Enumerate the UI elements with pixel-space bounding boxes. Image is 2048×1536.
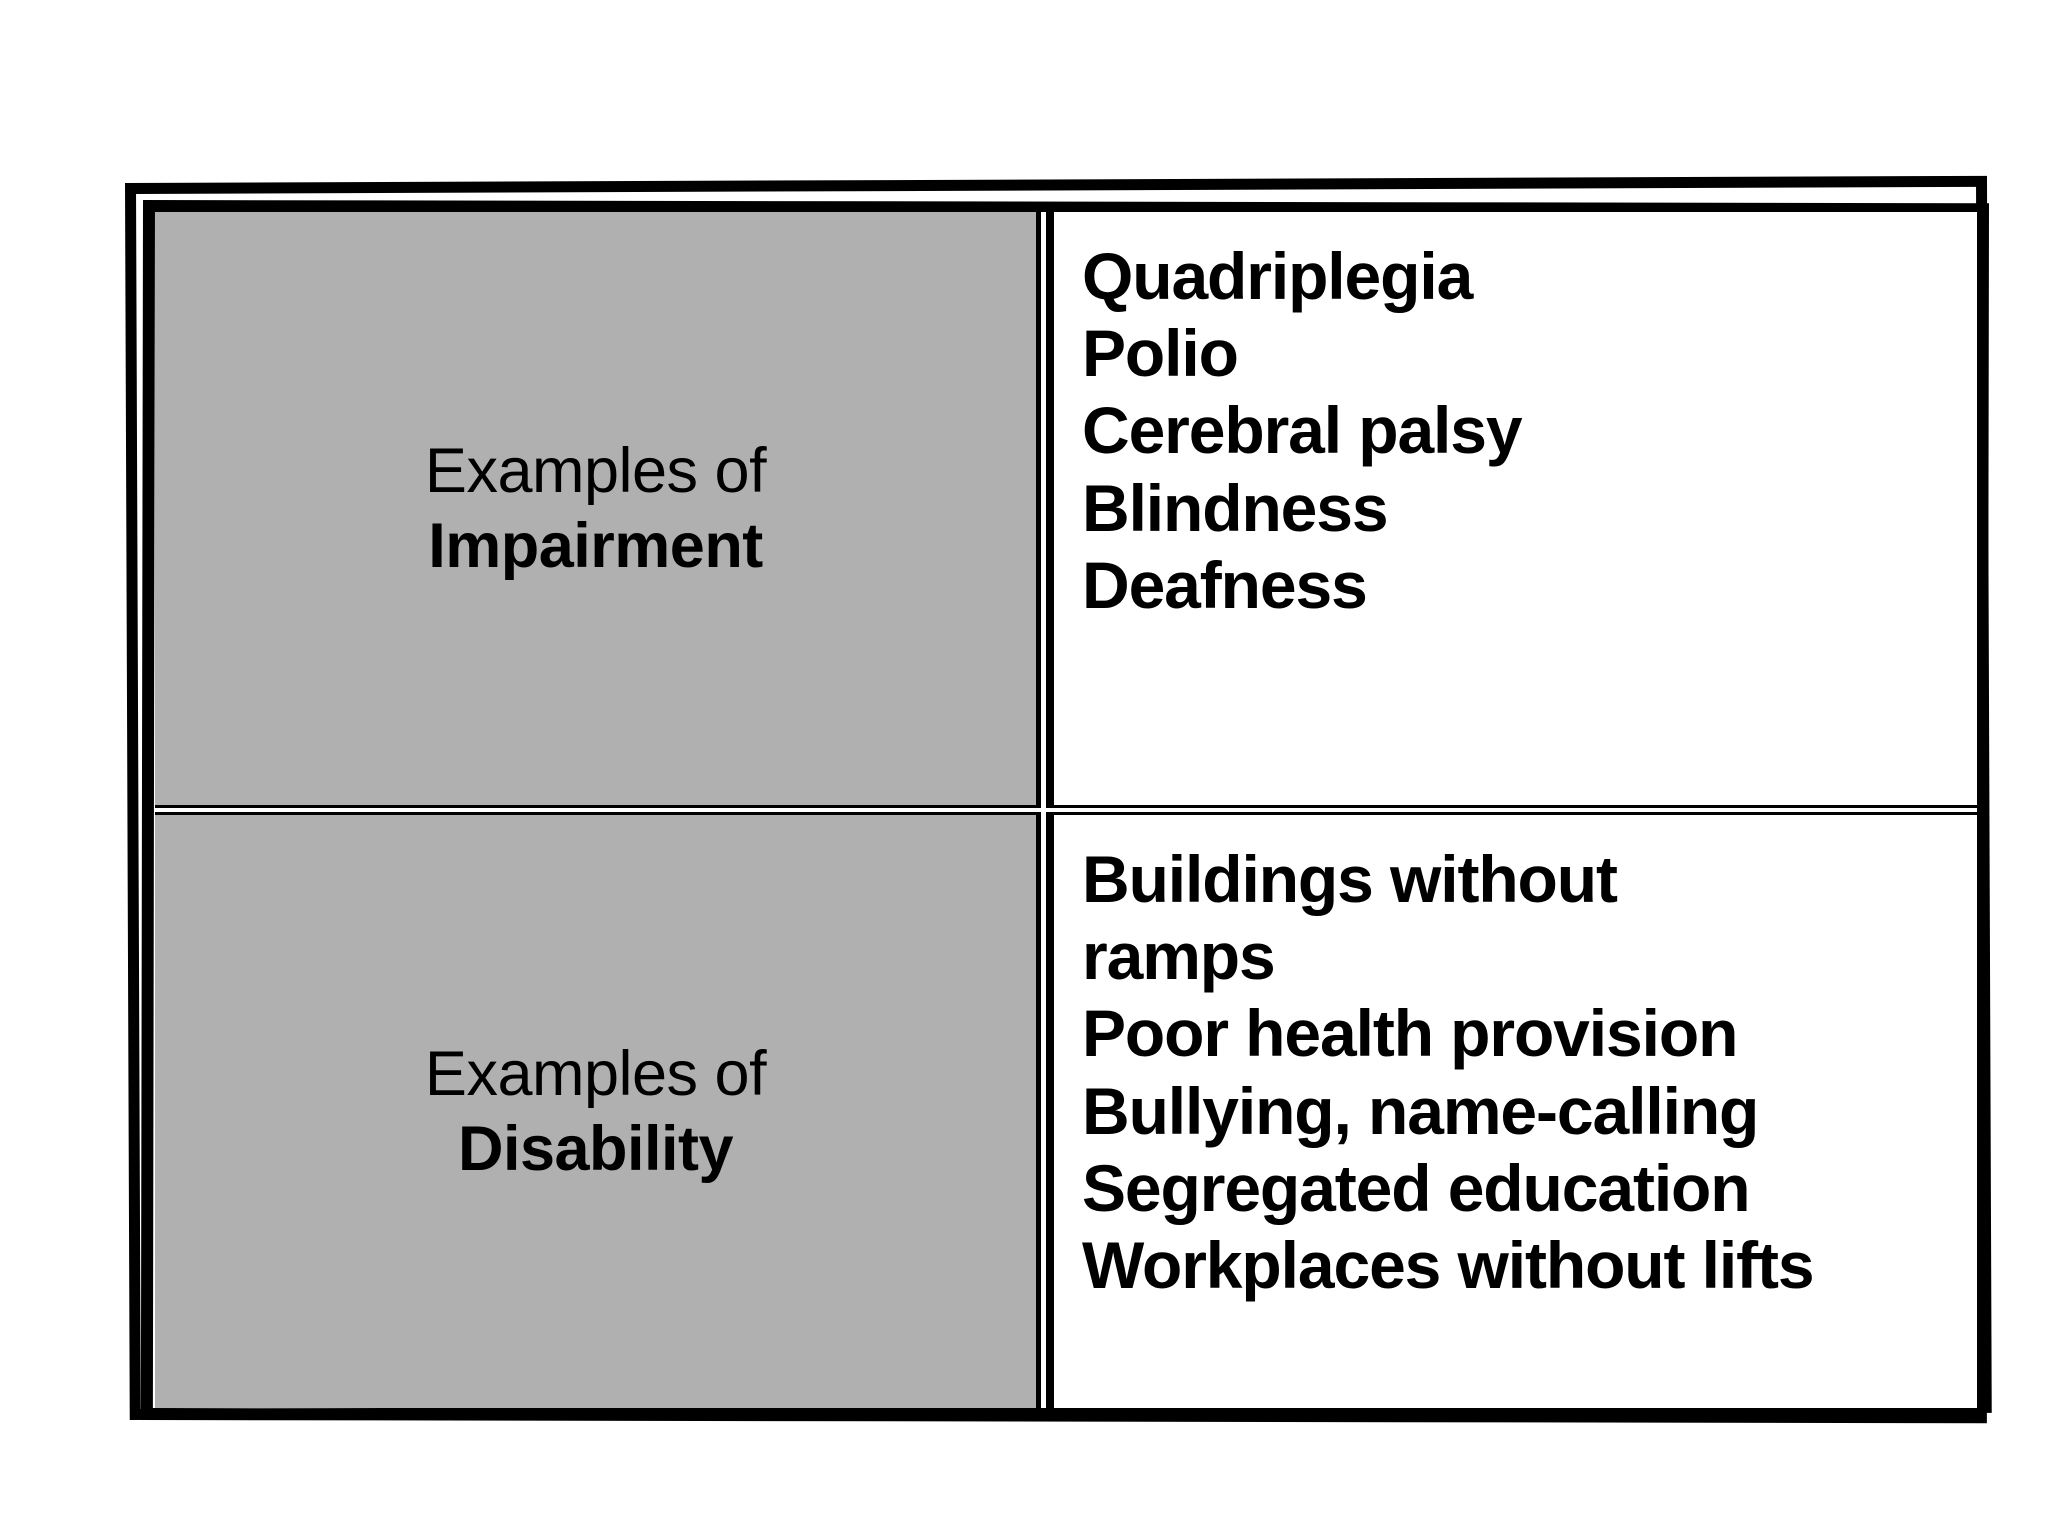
disability-label-cell: Examples of Disability — [155, 810, 1045, 1408]
impairment-label-prefix: Examples of — [424, 436, 767, 507]
list-item: Bullying, name-calling — [1082, 1073, 1759, 1148]
disability-label-prefix: Examples of — [424, 1039, 767, 1110]
disability-example-list: Buildings without ramps Poor health prov… — [1082, 841, 1977, 1304]
list-item: Deafness — [1082, 547, 1368, 622]
list-item: Segregated education — [1082, 1150, 1751, 1225]
impairment-disability-diagram: Examples of Impairment Quadriplegia Poli… — [125, 175, 1995, 1428]
impairment-example-list: Quadriplegia Polio Cerebral palsy Blindn… — [1082, 238, 1977, 624]
impairment-examples-cell: Quadriplegia Polio Cerebral palsy Blindn… — [1045, 212, 1977, 810]
comparison-table: Examples of Impairment Quadriplegia Poli… — [155, 212, 1977, 1408]
list-item: Workplaces without lifts — [1082, 1228, 1815, 1303]
impairment-label-term: Impairment — [428, 510, 763, 581]
list-item: Polio — [1082, 316, 1239, 391]
list-item: Poor health provision — [1082, 996, 1738, 1071]
list-item: Buildings without ramps — [1082, 842, 1618, 994]
list-item: Blindness — [1082, 470, 1389, 545]
horizontal-divider-gap — [155, 808, 1977, 812]
vertical-divider-gap — [1041, 212, 1046, 1408]
list-item: Cerebral palsy — [1082, 393, 1523, 468]
impairment-label-cell: Examples of Impairment — [155, 212, 1045, 810]
disability-label-term: Disability — [457, 1113, 734, 1184]
disability-examples-cell: Buildings without ramps Poor health prov… — [1045, 810, 1977, 1408]
list-item: Quadriplegia — [1082, 239, 1473, 313]
